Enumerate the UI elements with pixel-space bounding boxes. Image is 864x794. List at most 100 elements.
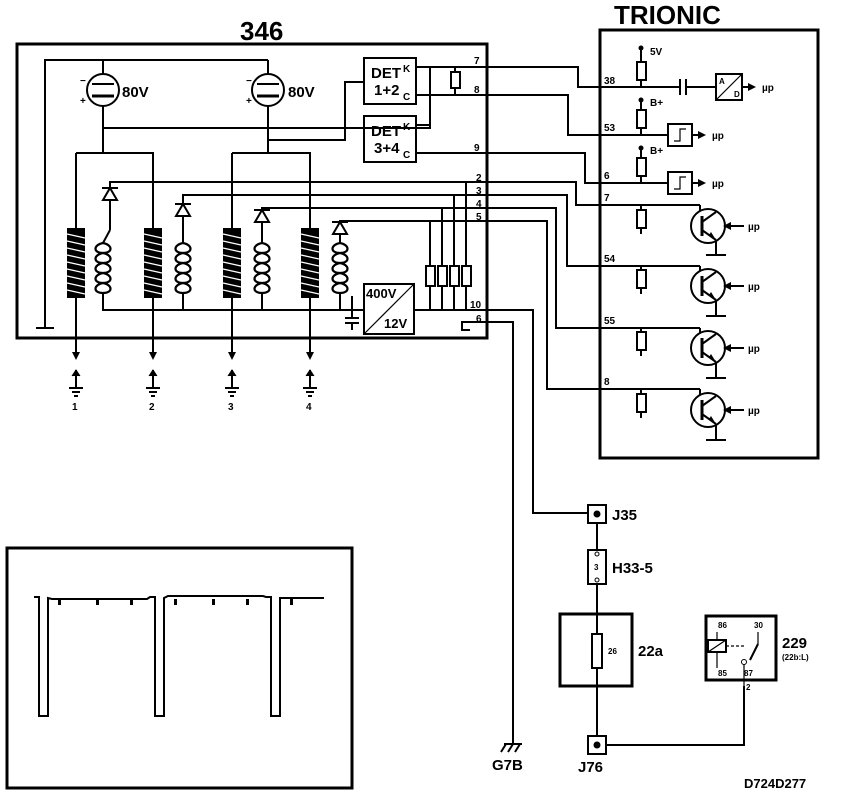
ground-label: G7B (492, 757, 523, 774)
det-1-name: DET (371, 65, 401, 82)
mu-label-4: µp (748, 222, 760, 233)
relay-sub: (22b:L) (782, 653, 809, 662)
waveform-spike (212, 599, 215, 605)
relay-pin-85: 85 (718, 669, 727, 678)
svg-text:+: + (246, 96, 252, 107)
det-resistor (450, 71, 461, 89)
trionic-ecu-box (598, 28, 820, 460)
transistor-icon (689, 267, 727, 305)
cassette-pin-5: 5 (476, 212, 482, 223)
trionic-pin-8: 8 (604, 377, 610, 388)
gas-tube-1: + − (80, 60, 120, 128)
relay-pin-86: 86 (718, 621, 727, 630)
j76-label: J76 (578, 759, 603, 776)
mu-label-6: µp (748, 344, 760, 355)
trionic-pin-38: 38 (604, 76, 616, 87)
cassette-pin-7: 7 (474, 56, 480, 67)
relay-229 (704, 614, 778, 682)
det-1-c-pin: C (403, 92, 410, 103)
svg-text:−: − (80, 76, 86, 87)
ground-g7b-icon (500, 743, 522, 753)
plug-label-4: 4 (306, 402, 312, 413)
spark-plug-2-icon (145, 369, 161, 397)
trigger-line-1 (109, 181, 487, 230)
transistor-icon (689, 391, 727, 429)
trionic-pin-6: 6 (604, 171, 610, 182)
thyristor-4-icon (331, 220, 349, 235)
cassette-pin-4: 4 (476, 199, 482, 210)
cassette-pin-8: 8 (474, 85, 480, 96)
primary-winding-2 (174, 241, 192, 295)
spark-plug-1-icon (68, 369, 84, 397)
plug-label-2: 2 (149, 402, 155, 413)
mu-label-2: µp (712, 131, 724, 142)
spark-plug-4-icon (302, 369, 318, 397)
trionic-pin-54: 54 (604, 254, 616, 265)
converter-in-label: 400V (366, 286, 397, 301)
oscilloscope-screen (5, 546, 354, 790)
waveform-spike (246, 599, 249, 605)
det-2-c-pin: C (403, 150, 410, 161)
driver-stage-8 (600, 388, 744, 441)
driver-stage-54 (600, 265, 744, 317)
transistor-icon (689, 329, 727, 367)
trionic-title: TRIONIC (614, 0, 721, 30)
cassette-title: 346 (240, 16, 283, 46)
driver-stage-7 (600, 204, 744, 256)
transistor-icon (689, 207, 727, 245)
primary-winding-4 (331, 241, 349, 295)
relay-label: 229 (782, 635, 807, 652)
resistor-array (425, 182, 472, 310)
mu-label-3: µp (712, 179, 724, 190)
det-1-k-pin: K (403, 64, 411, 75)
waveform-spike (58, 599, 61, 605)
plug-label-3: 3 (228, 402, 234, 413)
drawing-code: D724D277 (744, 776, 806, 791)
plug-label-1: 1 (72, 402, 78, 413)
svg-text:−: − (246, 76, 252, 87)
det-2-name: DET (371, 123, 401, 140)
svg-text:A: A (719, 77, 725, 86)
ignition-coil-2 (143, 227, 163, 299)
h33-pin: 3 (594, 563, 599, 572)
thyristor-3-icon (253, 208, 271, 223)
fuse-box-label: 22a (638, 643, 664, 660)
waveform-spike (130, 599, 133, 605)
driver-stage-55 (600, 327, 744, 379)
mu-label-5: µp (748, 282, 760, 293)
waveform-spike (174, 599, 177, 605)
cassette-pin-2: 2 (476, 173, 482, 184)
thyristor-1-icon (101, 186, 119, 201)
fuse-pin: 26 (608, 647, 617, 656)
detector-1-2 (363, 57, 417, 105)
ignition-coil-4 (300, 227, 320, 299)
det-1-sub: 1+2 (374, 82, 399, 99)
tube-2-voltage: 80V (288, 84, 315, 101)
relay-pin-2: 2 (746, 683, 751, 692)
waveform-spike (290, 599, 293, 605)
mu-label-1: µp (762, 83, 774, 94)
relay-switch-icon (741, 632, 759, 686)
cassette-pin-10: 10 (470, 300, 482, 311)
ignition-cassette-box (15, 42, 489, 340)
trionic-pin-53: 53 (604, 123, 616, 134)
ground-rail (44, 59, 103, 328)
trionic-pin-7: 7 (604, 193, 610, 204)
waveform-spike (96, 599, 99, 605)
schmitt-input-53 (600, 97, 706, 147)
gas-tube-2: + − (246, 60, 285, 140)
trigger-line-3 (261, 207, 487, 240)
relay-pin-87: 87 (744, 669, 753, 678)
cassette-pin-9: 9 (474, 143, 480, 154)
primary-winding-3 (253, 241, 271, 295)
relay-coil-icon (707, 632, 727, 668)
adc-input-stage: A D (600, 45, 756, 101)
trionic-pin-55: 55 (604, 316, 616, 327)
svg-text:+: + (80, 96, 86, 107)
relay-pin-30: 30 (754, 621, 763, 630)
svg-text:D: D (734, 90, 740, 99)
det-2-k-pin: K (403, 122, 411, 133)
tube-1-voltage: 80V (122, 84, 149, 101)
supply-b-label-1: B+ (650, 98, 663, 109)
thyristor-2-icon (174, 202, 192, 217)
